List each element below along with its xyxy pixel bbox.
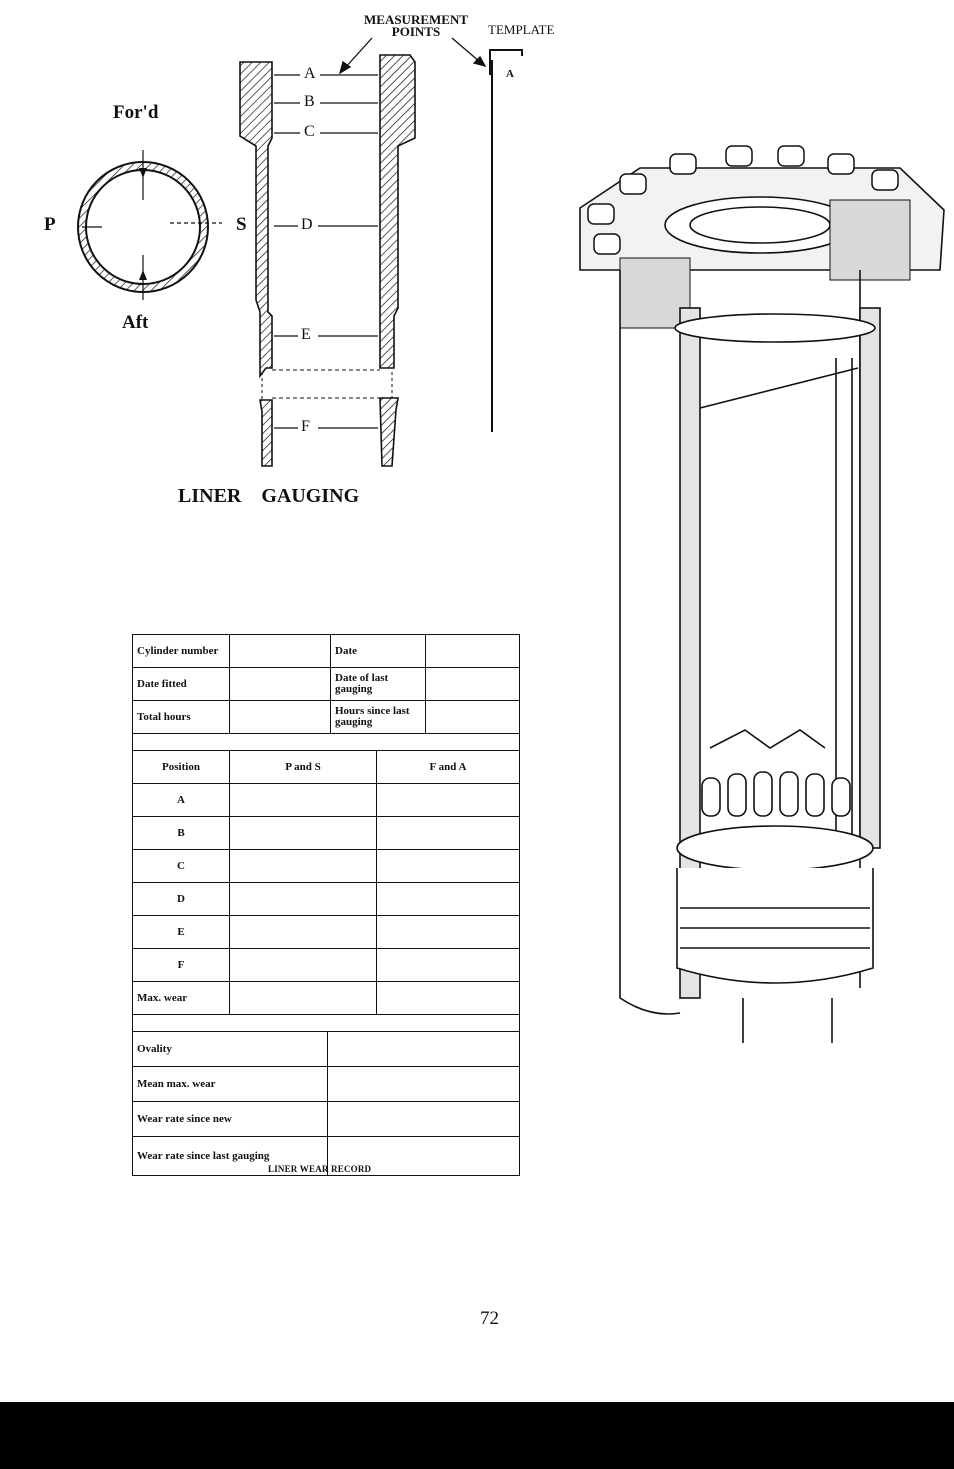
point-f-label: F [301, 418, 310, 435]
wear-rate-last-label: Wear rate since last gauging [132, 1136, 328, 1176]
date-label: Date [330, 634, 426, 668]
record-caption: LINER WEAR RECORD [268, 1164, 372, 1174]
table-row: D [132, 882, 520, 916]
position-cell: C [132, 849, 230, 883]
forward-label: For'd [113, 102, 159, 123]
page-number: 72 [480, 1308, 499, 1329]
p-and-s-cell[interactable] [229, 783, 377, 817]
template-rod [489, 49, 523, 432]
record-header-table: Cylinder number Date Date fitted Date of… [132, 634, 520, 734]
f-and-a-cell[interactable] [376, 849, 520, 883]
table-row: Mean max. wear [132, 1066, 520, 1102]
point-a-label: A [304, 65, 316, 82]
f-and-a-cell[interactable] [376, 783, 520, 817]
p-and-s-cell[interactable] [229, 882, 377, 916]
liner-left-wall [239, 61, 273, 467]
hours-since-gauging-label: Hours since last gauging [330, 700, 426, 734]
wear-rate-last-value[interactable] [327, 1136, 520, 1176]
table-row: Date fitted Date of last gauging [132, 667, 520, 701]
p-and-s-column-header: P and S [229, 750, 377, 784]
table-row: C [132, 849, 520, 883]
template-label: TEMPLATE [488, 22, 555, 37]
f-and-a-cell[interactable] [376, 948, 520, 982]
f-and-a-column-header: F and A [376, 750, 520, 784]
liner-cutaway-illustration [579, 167, 945, 329]
table-row: Total hours Hours since last gauging [132, 700, 520, 734]
total-hours-label: Total hours [132, 700, 230, 734]
position-column-header: Position [132, 750, 230, 784]
f-and-a-cell[interactable] [376, 981, 520, 1015]
liner-wear-record: Cylinder number Date Date fitted Date of… [132, 634, 520, 1176]
date-value[interactable] [425, 634, 520, 668]
template-point-label: A [506, 68, 514, 80]
table-row: Ovality [132, 1031, 520, 1067]
table-row: Max. wear [132, 981, 520, 1015]
starboard-label: S [236, 214, 247, 235]
mean-max-wear-label: Mean max. wear [132, 1066, 328, 1102]
record-summary-table: Ovality Mean max. wear Wear rate since n… [132, 1031, 520, 1176]
table-row: F [132, 948, 520, 982]
aft-label: Aft [122, 312, 149, 333]
table-row: Position P and S F and A [132, 750, 520, 784]
liner-section-diagram [77, 37, 945, 467]
position-cell: B [132, 816, 230, 850]
point-d-label: D [301, 216, 313, 233]
point-b-label: B [304, 93, 315, 110]
leader-arrows [338, 37, 487, 75]
p-and-s-cell[interactable] [229, 981, 377, 1015]
position-cell: E [132, 915, 230, 949]
max-wear-cell: Max. wear [132, 981, 230, 1015]
cylinder-number-label: Cylinder number [132, 634, 230, 668]
table-row: Wear rate since new [132, 1101, 520, 1137]
diagram-title: LINER GAUGING [178, 485, 360, 507]
page-bottom-bar [0, 1402, 954, 1469]
flange-bolts [587, 145, 899, 255]
wear-rate-new-value[interactable] [327, 1101, 520, 1137]
table-row: E [132, 915, 520, 949]
point-e-label: E [301, 326, 311, 343]
p-and-s-cell[interactable] [229, 948, 377, 982]
table-row: A [132, 783, 520, 817]
liner-plan-view [77, 150, 222, 300]
liner-body [619, 270, 881, 1043]
measurement-lines [274, 74, 378, 429]
position-cell: A [132, 783, 230, 817]
position-cell: F [132, 948, 230, 982]
hours-since-gauging-value[interactable] [425, 700, 520, 734]
port-label: P [44, 214, 56, 235]
p-and-s-cell[interactable] [229, 816, 377, 850]
f-and-a-cell[interactable] [376, 882, 520, 916]
table-row: Wear rate since last gauging [132, 1136, 520, 1176]
ovality-value[interactable] [327, 1031, 520, 1067]
ovality-label: Ovality [132, 1031, 328, 1067]
date-fitted-value[interactable] [229, 667, 331, 701]
table-row: B [132, 816, 520, 850]
p-and-s-cell[interactable] [229, 915, 377, 949]
mean-max-wear-value[interactable] [327, 1066, 520, 1102]
record-position-table: Position P and S F and A A B C D E F Max… [132, 750, 520, 1015]
liner-right-wall [272, 54, 416, 467]
position-cell: D [132, 882, 230, 916]
table-row: Cylinder number Date [132, 634, 520, 668]
total-hours-value[interactable] [229, 700, 331, 734]
f-and-a-cell[interactable] [376, 915, 520, 949]
date-fitted-label: Date fitted [132, 667, 230, 701]
cylinder-number-value[interactable] [229, 634, 331, 668]
f-and-a-cell[interactable] [376, 816, 520, 850]
wear-rate-new-label: Wear rate since new [132, 1101, 328, 1137]
date-last-gauging-value[interactable] [425, 667, 520, 701]
p-and-s-cell[interactable] [229, 849, 377, 883]
date-last-gauging-label: Date of last gauging [330, 667, 426, 701]
point-c-label: C [304, 123, 315, 140]
measurement-points-label: MEASUREMENT POINTS [364, 12, 469, 39]
